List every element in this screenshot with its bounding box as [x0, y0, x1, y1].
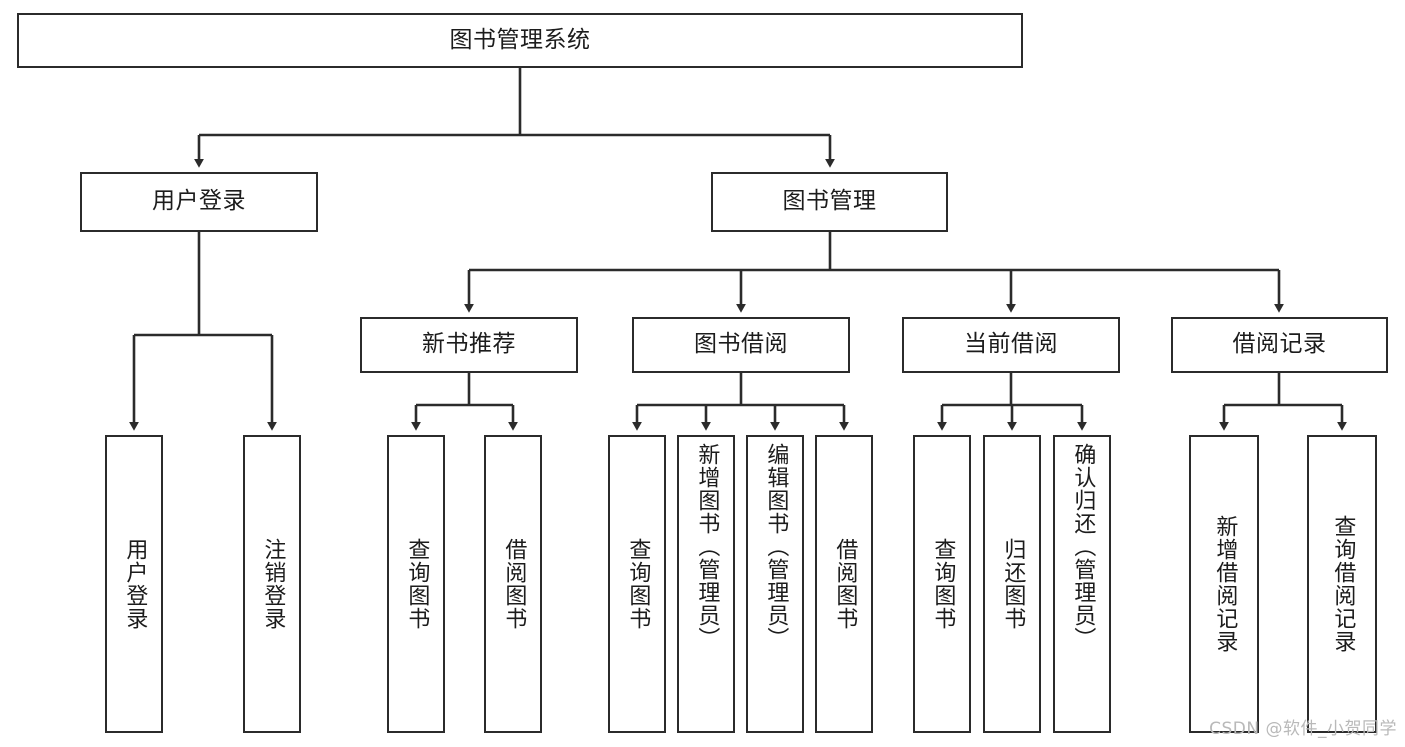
node-root-system[interactable]: 图书管理系统	[17, 13, 1023, 68]
leaf-edit-book-inner: 编辑图书（管理员）	[748, 437, 802, 731]
node-user-login[interactable]: 用户登录	[80, 172, 318, 232]
leaf-query-book-cur-inner: 查询图书	[915, 437, 969, 731]
leaf-add-book[interactable]: 新增图书（管理员）	[677, 435, 735, 733]
leaf-query-book-rec-inner: 查询图书	[389, 437, 443, 731]
leaf-query-book-cur[interactable]: 查询图书	[913, 435, 971, 733]
leaf-logout-inner: 注销登录	[245, 437, 299, 731]
node-book-borrow-label: 图书借阅	[694, 331, 788, 358]
node-borrow-record[interactable]: 借阅记录	[1171, 317, 1388, 373]
leaf-query-record[interactable]: 查询借阅记录	[1307, 435, 1377, 733]
leaf-confirm-return-inner: 确认归还（管理员）	[1055, 437, 1109, 731]
leaf-query-book-rec-label: 查询图书	[404, 538, 430, 630]
node-borrow-record-label: 借阅记录	[1232, 331, 1327, 358]
leaf-add-record-label: 新增借阅记录	[1212, 515, 1238, 653]
leaf-logout[interactable]: 注销登录	[243, 435, 301, 733]
leaf-user-login-label: 用户登录	[122, 538, 148, 630]
leaf-borrow-book[interactable]: 借阅图书	[815, 435, 873, 733]
node-user-login-label: 用户登录	[152, 188, 246, 215]
leaf-query-book-label: 查询图书	[625, 538, 651, 630]
node-current-borrow[interactable]: 当前借阅	[902, 317, 1120, 373]
node-book-manage[interactable]: 图书管理	[711, 172, 948, 232]
leaf-confirm-return-label: 确认归还（管理员）	[1070, 443, 1096, 650]
leaf-borrow-book-rec-inner: 借阅图书	[486, 437, 540, 731]
node-root-label: 图书管理系统	[449, 26, 591, 53]
leaf-borrow-book-inner: 借阅图书	[817, 437, 871, 731]
leaf-return-book-inner: 归还图书	[985, 437, 1039, 731]
leaf-borrow-book-rec[interactable]: 借阅图书	[484, 435, 542, 733]
node-current-borrow-label: 当前借阅	[964, 331, 1058, 358]
node-book-borrow[interactable]: 图书借阅	[632, 317, 850, 373]
leaf-return-book[interactable]: 归还图书	[983, 435, 1041, 733]
leaf-query-book-cur-label: 查询图书	[930, 538, 956, 630]
leaf-edit-book[interactable]: 编辑图书（管理员）	[746, 435, 804, 733]
node-new-book-rec-label: 新书推荐	[422, 331, 516, 358]
leaf-confirm-return[interactable]: 确认归还（管理员）	[1053, 435, 1111, 733]
leaf-query-book-rec[interactable]: 查询图书	[387, 435, 445, 733]
leaf-query-book[interactable]: 查询图书	[608, 435, 666, 733]
node-new-book-rec[interactable]: 新书推荐	[360, 317, 578, 373]
leaf-query-record-label: 查询借阅记录	[1330, 515, 1356, 653]
leaf-logout-label: 注销登录	[260, 538, 286, 630]
leaf-user-login-inner: 用户登录	[107, 437, 161, 731]
leaf-add-book-label: 新增图书（管理员）	[694, 443, 720, 650]
leaf-edit-book-label: 编辑图书（管理员）	[763, 443, 789, 650]
node-book-manage-label: 图书管理	[782, 188, 877, 215]
leaf-user-login[interactable]: 用户登录	[105, 435, 163, 733]
leaf-query-book-inner: 查询图书	[610, 437, 664, 731]
leaf-return-book-label: 归还图书	[1000, 538, 1026, 630]
leaf-add-record-inner: 新增借阅记录	[1191, 437, 1257, 731]
leaf-query-record-inner: 查询借阅记录	[1309, 437, 1375, 731]
leaf-borrow-book-rec-label: 借阅图书	[501, 538, 527, 630]
leaf-add-record[interactable]: 新增借阅记录	[1189, 435, 1259, 733]
leaf-add-book-inner: 新增图书（管理员）	[679, 437, 733, 731]
leaf-borrow-book-label: 借阅图书	[832, 538, 858, 630]
